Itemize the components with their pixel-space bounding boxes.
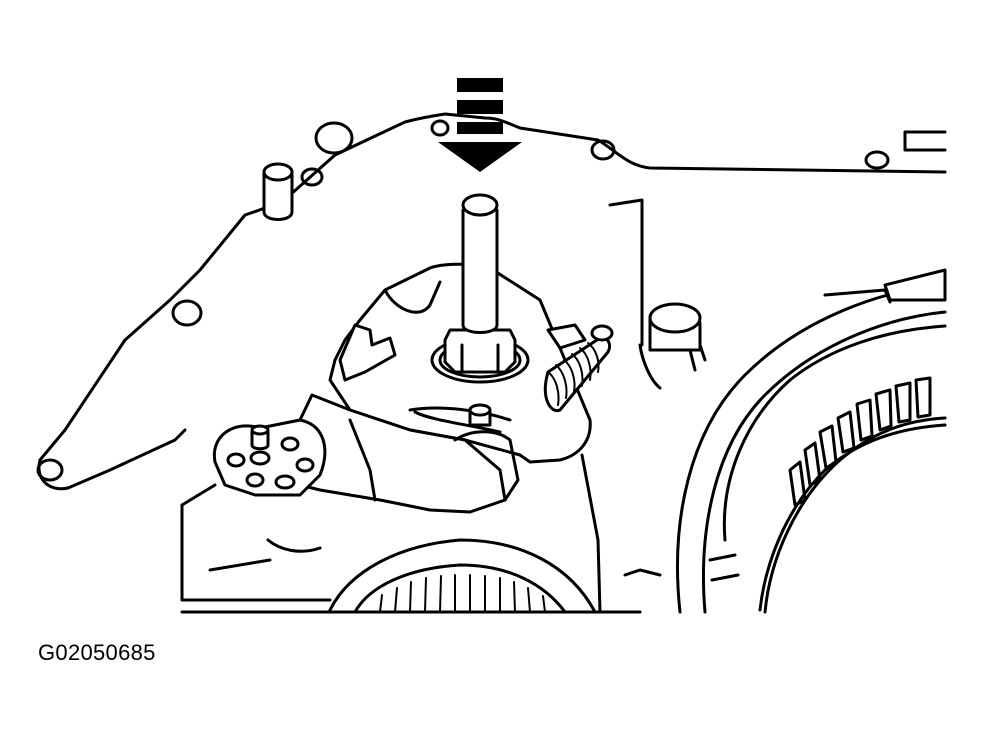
gasket-bolt-holes	[36, 119, 890, 482]
bolt-hole	[430, 119, 450, 137]
bolt-hole	[864, 150, 890, 170]
bolt-hole	[36, 458, 64, 482]
bolt-hole	[590, 139, 616, 161]
figure-id-label: G02050685	[38, 640, 156, 665]
bolt-hole	[314, 121, 354, 155]
detent-spring	[543, 323, 614, 413]
lower-gear-opening	[180, 453, 662, 614]
shaft	[461, 208, 499, 334]
nut	[443, 328, 517, 374]
clutch-drum	[676, 268, 947, 614]
manual-shaft-and-nut	[430, 193, 530, 384]
valve-body-plate	[180, 418, 332, 602]
dowel-pins	[262, 162, 702, 352]
push-down-arrow-icon	[438, 78, 522, 172]
bolt-hole	[171, 299, 203, 327]
bolt-hole	[300, 167, 324, 187]
manual-lever-assembly	[278, 262, 592, 514]
